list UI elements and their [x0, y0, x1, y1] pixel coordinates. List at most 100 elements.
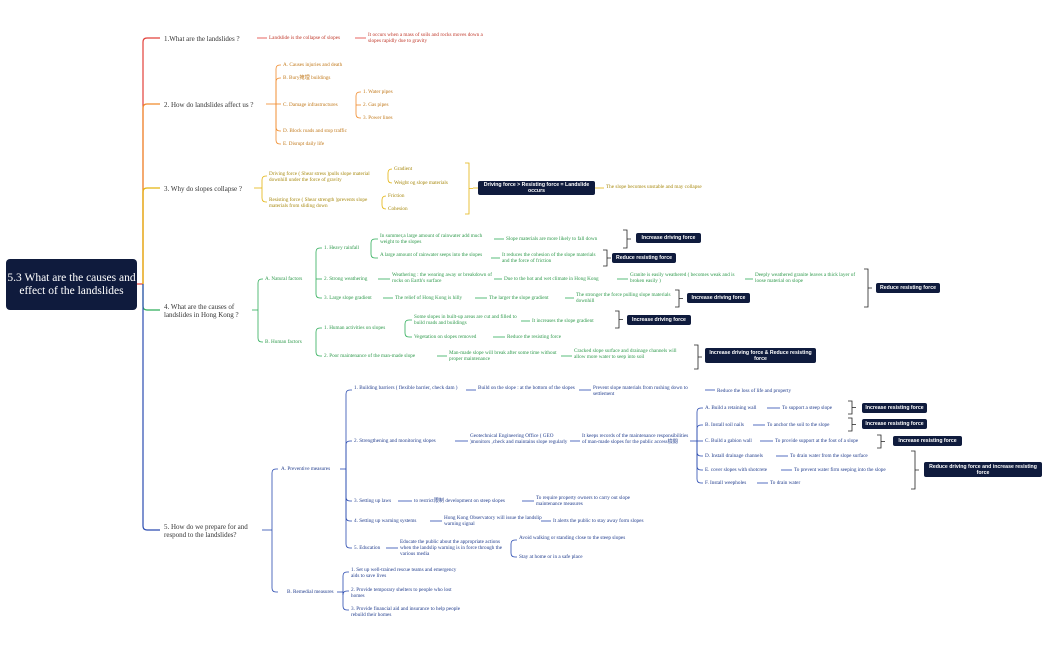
q2-c1[interactable]: 1. Water pipes	[363, 89, 393, 95]
q5-p4a[interactable]: Hong Kong Observatory will issue the lan…	[444, 515, 542, 527]
q1-definition[interactable]: Landslide is the collapse of slopes	[269, 35, 341, 41]
connector	[345, 389, 352, 469]
q5-s1[interactable]: A. Build a retaining wall	[705, 405, 757, 411]
q4-rain2[interactable]: A large amount of rainwater seeps into t…	[380, 252, 483, 258]
connector	[345, 469, 352, 502]
topic-q4[interactable]: 4. What are the causes of landslides in …	[164, 303, 239, 319]
q4-box-reduce-resisting-2[interactable]: Reduce resisting force	[876, 283, 940, 293]
q4-activities1-result[interactable]: It increases the slope gradient	[532, 318, 594, 324]
q5-p2a[interactable]: Geotechnical Engineering Office ( GEO )m…	[470, 433, 568, 445]
q2-c[interactable]: C. Damage infrastructures	[283, 102, 338, 108]
q5-p5a[interactable]: Educate the public about the appropriate…	[400, 539, 502, 557]
q5-strengthening-box[interactable]: Reduce driving force and increase resist…	[924, 462, 1042, 477]
q4-gradient1[interactable]: The relief of Hong Kong is hilly	[395, 295, 463, 301]
connector	[387, 168, 393, 176]
q5-p2[interactable]: 2. Strengthening and monitoring slopes	[354, 438, 436, 444]
q4-weathering3[interactable]: Granite is easily weathered ( becomes we…	[630, 272, 735, 284]
q5-preventive[interactable]: A. Preventive measures	[281, 466, 331, 472]
q3-cohesion[interactable]: Cohesion	[388, 206, 408, 212]
q3-weight[interactable]: Weight og slope materials	[394, 180, 448, 186]
q5-s6[interactable]: F. Install weepholes	[705, 480, 747, 486]
q5-s2-box[interactable]: Increase resisting force	[862, 419, 927, 429]
connector	[345, 469, 352, 522]
q2-e[interactable]: E. Disrupt daily life	[283, 141, 325, 147]
q5-s4-result[interactable]: To drain water from the slope surface	[790, 453, 868, 459]
q4-maintenance[interactable]: 2. Poor maintenance of the man-made slop…	[324, 353, 416, 359]
q2-b[interactable]: B. Bury掩埋 buildings	[283, 75, 331, 81]
q4-weathering2[interactable]: Due to the hot and wet climate in Hong K…	[504, 276, 599, 282]
topic-q3[interactable]: 3. Why do slopes collapse ?	[164, 185, 243, 193]
q5-s3-box[interactable]: Increase resisting force	[893, 436, 962, 446]
q5-r2[interactable]: 2. Provide temporary shelters to people …	[351, 587, 452, 599]
root-topic[interactable]: 5.3 What are the causes and effect of th…	[6, 259, 137, 310]
q5-p3[interactable]: 3. Setting up laws	[354, 498, 392, 504]
q4-maintenance1[interactable]: Man-made slope will break after some tim…	[449, 350, 557, 362]
q5-s1-result[interactable]: To support a steep slope	[782, 405, 833, 411]
q4-gradient2[interactable]: The larger the slope gradient	[489, 295, 549, 301]
q2-d[interactable]: D. Block roads and stop traffic	[283, 128, 347, 134]
q4-weathering4[interactable]: Deeply weathered granite leaves a thick …	[755, 272, 856, 284]
q5-s3[interactable]: C. Build a gabion wall	[705, 438, 752, 444]
q4-natural[interactable]: A. Natural factors	[265, 276, 303, 282]
q5-p1a[interactable]: Build on the slope : at the bottom of th…	[478, 385, 575, 391]
connector	[615, 310, 623, 329]
q4-box-both[interactable]: Increase driving force & Reduce resistin…	[705, 348, 816, 363]
q5-s1-box[interactable]: Increase resisting force	[862, 403, 927, 413]
connector	[275, 104, 281, 132]
q5-p1[interactable]: 1. Building barriers ( flexible barrier,…	[354, 385, 458, 391]
topic-q5[interactable]: 5. How do we prepare for and respond to …	[164, 523, 248, 539]
q5-s3-result[interactable]: To provide support at the foot of a slop…	[775, 438, 859, 444]
q5-s2[interactable]: B. Install soil nails	[705, 422, 744, 428]
q5-p2b[interactable]: It keeps records of the maintenance resp…	[582, 433, 689, 445]
q5-s5-result[interactable]: To prevent water firm seeping into the s…	[794, 467, 886, 473]
q3-driving-force[interactable]: Driving force ( Shear stress )pulls slop…	[269, 171, 370, 183]
q4-box-increase-driving-3[interactable]: Increase driving force	[627, 315, 691, 325]
q4-rain[interactable]: 1. Heavy rainfall	[324, 245, 360, 251]
topic-q2[interactable]: 2. How do landslides affect us ?	[164, 101, 254, 109]
q4-activities2-result[interactable]: Reduce the resisting force	[507, 334, 562, 340]
q5-p5b[interactable]: Avoid walking or standing close to the s…	[519, 535, 626, 541]
connector	[345, 469, 352, 549]
q2-a[interactable]: A. Causes injuries and death	[283, 62, 343, 68]
q3-friction[interactable]: Friction	[388, 193, 405, 199]
q2-c2[interactable]: 2. Gas pipes	[363, 102, 389, 108]
q1-description[interactable]: It occurs when a mass of soils and rocks…	[368, 32, 483, 44]
q4-maintenance2[interactable]: Cracked slope surface and drainage chann…	[574, 348, 677, 360]
q3-gradient[interactable]: Gradient	[394, 166, 413, 172]
q4-activities[interactable]: 1. Human activities on slopes	[324, 325, 386, 331]
q5-p5[interactable]: 5. Education	[354, 545, 381, 551]
q4-weathering1[interactable]: Weathering : the wearing away or breakdo…	[392, 272, 492, 284]
q3-result[interactable]: The slope becomes unstable and may colla…	[606, 184, 702, 190]
q5-p3b[interactable]: To require property owners to carry out …	[536, 495, 630, 507]
q5-s5[interactable]: E. cover slopes with shotcrete	[705, 467, 768, 473]
topic-q1[interactable]: 1.What are the landslides ?	[164, 35, 240, 43]
q3-resisting-force[interactable]: Resisting force ( Shear strength )preven…	[269, 197, 368, 209]
q4-weathering[interactable]: 2. Strong weathering	[324, 276, 368, 282]
q4-rain2-result[interactable]: It reduces the cohesion of the slope mat…	[502, 252, 596, 264]
q4-gradient3[interactable]: The stronger the force pulling slope mat…	[576, 292, 671, 304]
q3-landslide-box[interactable]: Driving force > Resisting force = Landsl…	[478, 181, 595, 195]
q4-rain1-result[interactable]: Slope materials are more likely to fall …	[506, 236, 598, 242]
q4-box-increase-driving-2[interactable]: Increase driving force	[687, 293, 750, 303]
root-topic-label: 5.3 What are the causes and effect of th…	[7, 271, 136, 297]
q5-p4[interactable]: 4. Setting up warning systems	[354, 518, 417, 524]
q4-box-reduce-resisting[interactable]: Reduce resisting force	[612, 253, 676, 263]
q5-s4[interactable]: D. Install drainage channels	[705, 453, 763, 459]
q5-p5c[interactable]: Stay at home or in a safe place	[519, 554, 583, 560]
q4-human[interactable]: B. Human factors	[265, 339, 302, 345]
q5-p4b[interactable]: It alerts the public to stay away form s…	[553, 518, 644, 524]
q5-p1b[interactable]: Prevent slope materials from rushing dow…	[593, 385, 688, 397]
q5-remedial[interactable]: B. Remedial measures	[287, 589, 334, 595]
q4-rain1[interactable]: In summer,a large amount of rainwater ad…	[380, 233, 483, 245]
q5-s2-result[interactable]: To anchor the soil to the slope	[767, 422, 830, 428]
q2-c3[interactable]: 3. Power lines	[363, 115, 393, 121]
q4-activities1[interactable]: Some slopes in built-up areas are cut an…	[414, 314, 517, 326]
q4-gradient[interactable]: 3. Large slope gradient	[324, 295, 372, 301]
q4-activities2[interactable]: Vegetation on slopes removed	[414, 334, 477, 340]
q4-box-increase-driving[interactable]: Increase driving force	[636, 233, 701, 243]
q5-s6-result[interactable]: To drain water	[770, 480, 801, 486]
q5-r3[interactable]: 3. Provide financial aid and insurance t…	[351, 606, 461, 618]
q5-r1[interactable]: 1. Set up well-trained rescue teams and …	[351, 567, 457, 579]
q5-p3a[interactable]: to restrict限制 development on steep slope…	[414, 498, 505, 504]
q5-p1c[interactable]: Reduce the loss of life and property	[717, 388, 792, 394]
